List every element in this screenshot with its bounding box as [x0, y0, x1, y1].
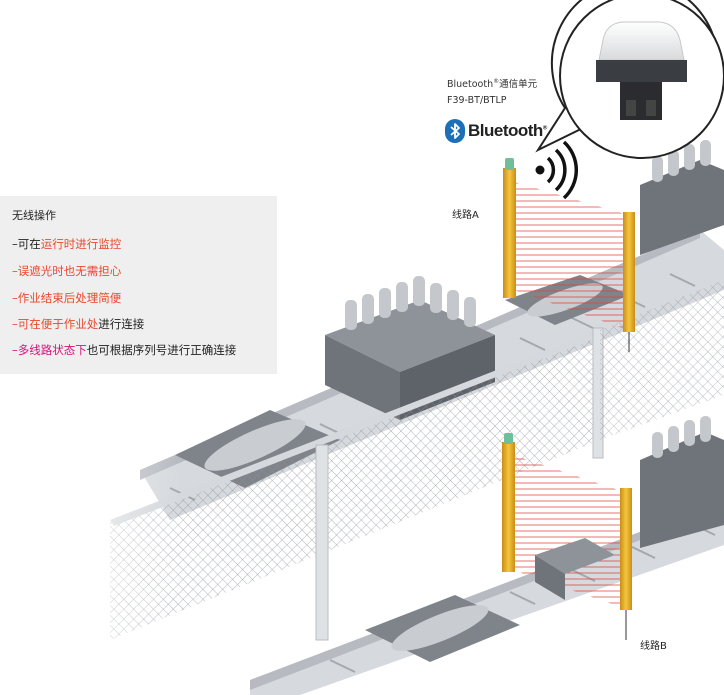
light-curtain-a	[503, 158, 635, 352]
bluetooth-logo-text: Bluetooth®	[468, 121, 547, 140]
feature-item: –可在便于作业处进行连接	[12, 317, 145, 331]
machine-block-right-top	[640, 140, 724, 255]
line-b-label: 线路B	[640, 641, 667, 652]
bluetooth-logo: Bluetooth®	[445, 119, 547, 143]
bluetooth-unit-device	[596, 21, 687, 120]
bluetooth-unit-model: F39-BT/BTLP	[447, 95, 507, 106]
bluetooth-unit-name: Bluetooth®通信单元	[447, 77, 538, 90]
light-curtain-b	[502, 433, 632, 640]
workpiece-tray-bottom	[365, 595, 520, 662]
feature-panel-title: 无线操作	[12, 209, 56, 222]
machine-block-right-bottom	[640, 416, 724, 548]
feature-item: –作业结束后处理简便	[12, 291, 122, 305]
line-a-label: 线路A	[452, 210, 479, 221]
wireless-signal-icon	[535, 140, 578, 200]
feature-panel: 无线操作 –可在运行时进行监控 –误遮光时也无需担心 –作业结束后处理简便 –可…	[0, 196, 277, 374]
feature-item: –可在运行时进行监控	[12, 237, 122, 251]
feature-item: –多线路状态下也可根据序列号进行正确连接	[12, 343, 237, 357]
feature-item: –误遮光时也无需担心	[12, 264, 122, 278]
bluetooth-unit-callout	[535, 0, 724, 159]
bluetooth-icon	[445, 119, 465, 143]
